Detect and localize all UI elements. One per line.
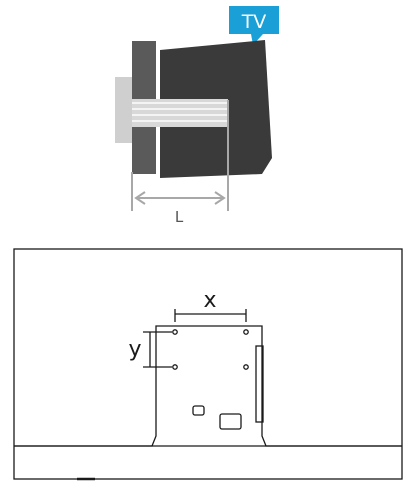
dimension-arrow-left xyxy=(134,191,146,205)
mount-hole xyxy=(243,329,249,335)
y-dimension xyxy=(143,331,172,368)
small-port xyxy=(192,405,205,416)
y-spacing-label: y xyxy=(128,337,141,362)
tv-center-panel xyxy=(14,325,402,447)
tv-back-diagram xyxy=(13,248,403,481)
tv-outline xyxy=(13,248,403,480)
length-label: L xyxy=(175,208,184,226)
tv-callout: TV xyxy=(229,6,279,45)
screw-thread xyxy=(132,99,228,127)
mount-hole xyxy=(172,364,178,370)
x-dimension xyxy=(174,309,247,322)
screw-length-diagram: TV L xyxy=(115,6,279,226)
tv-label: TV xyxy=(241,11,267,33)
tv-callout-box xyxy=(229,6,279,34)
screw-thread-lines xyxy=(132,102,228,122)
length-dimension xyxy=(131,100,229,211)
screw-head xyxy=(115,77,132,143)
dimension-arrow-right xyxy=(214,191,226,205)
tv-side-slot xyxy=(255,345,264,423)
mount-hole xyxy=(172,329,178,335)
large-port xyxy=(219,413,242,430)
mounting-holes xyxy=(172,329,249,370)
mount-hole xyxy=(243,364,249,370)
x-spacing-label: x xyxy=(203,288,216,313)
